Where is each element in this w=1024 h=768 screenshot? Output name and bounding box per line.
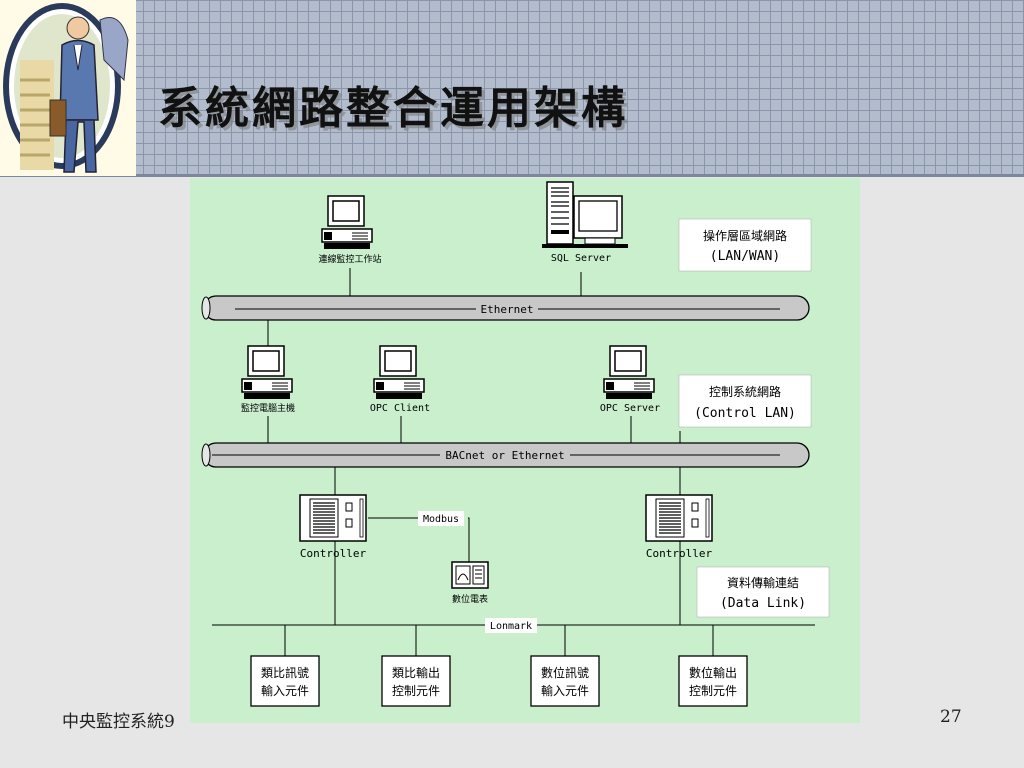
io-box-digital-output: 數位輸出 控制元件 — [678, 655, 748, 707]
header-grid — [0, 0, 1024, 176]
svg-text:類比輸出: 類比輸出 — [392, 665, 440, 680]
network-diagram: Ethernet BACnet or Ethernet 連線監控工作站 SQL … — [190, 178, 860, 723]
ethernet-label: Ethernet — [481, 303, 534, 316]
svg-text:控制元件: 控制元件 — [689, 684, 737, 698]
opc-client-label: OPC Client — [370, 403, 430, 414]
io-box-analog-input: 類比訊號 輸入元件 — [250, 655, 320, 707]
controller-left-icon — [299, 494, 367, 542]
control-layer-subtitle: (Control LAN) — [694, 406, 796, 421]
controller-left-label: Controller — [300, 547, 367, 560]
control-layer-title: 控制系統網路 — [709, 384, 781, 399]
io-box-analog-output: 類比輸出 控制元件 — [381, 655, 451, 707]
svg-text:輸入元件: 輸入元件 — [261, 683, 309, 698]
opc-client-computer — [373, 345, 425, 400]
io-box-digital-input: 數位訊號 輸入元件 — [530, 655, 600, 707]
operation-layer-title: 操作層區域網路 — [703, 228, 787, 243]
opc-server-computer — [603, 345, 655, 400]
slide-title: 系統網路整合運用架構 — [158, 83, 628, 134]
svg-text:數位訊號: 數位訊號 — [541, 665, 589, 680]
svg-text:數位輸出: 數位輸出 — [689, 665, 737, 680]
svg-text:控制元件: 控制元件 — [392, 684, 440, 698]
monitor-host-computer — [241, 345, 293, 400]
bacnet-label: BACnet or Ethernet — [445, 449, 564, 462]
monitor-host-label: 監控電腦主機 — [241, 402, 295, 414]
sql-server-icon — [542, 181, 628, 248]
header-rule — [0, 174, 1024, 177]
page-number: 27 — [940, 707, 962, 727]
footer-text: 中央監控系統9 — [62, 712, 175, 732]
digital-meter-label: 數位電表 — [452, 593, 488, 605]
data-layer-box — [696, 566, 830, 618]
operation-layer-box — [678, 218, 812, 272]
controller-right-icon — [645, 494, 713, 542]
workstation-computer — [321, 195, 373, 250]
lonmark-label: Lonmark — [490, 621, 532, 632]
controller-right-label: Controller — [646, 547, 713, 560]
operation-layer-subtitle: (LAN/WAN) — [710, 249, 780, 264]
svg-text:輸入元件: 輸入元件 — [541, 683, 589, 698]
data-layer-subtitle: (Data Link) — [720, 596, 806, 611]
control-layer-box — [678, 374, 812, 428]
opc-server-label: OPC Server — [600, 403, 660, 414]
modbus-label: Modbus — [423, 514, 459, 525]
sql-server-label: SQL Server — [551, 253, 611, 264]
digital-meter-icon — [451, 561, 489, 589]
svg-text:類比訊號: 類比訊號 — [261, 665, 309, 680]
data-layer-title: 資料傳輸連結 — [727, 575, 799, 590]
businessman-logo — [0, 0, 136, 176]
workstation-label: 連線監控工作站 — [318, 253, 381, 265]
